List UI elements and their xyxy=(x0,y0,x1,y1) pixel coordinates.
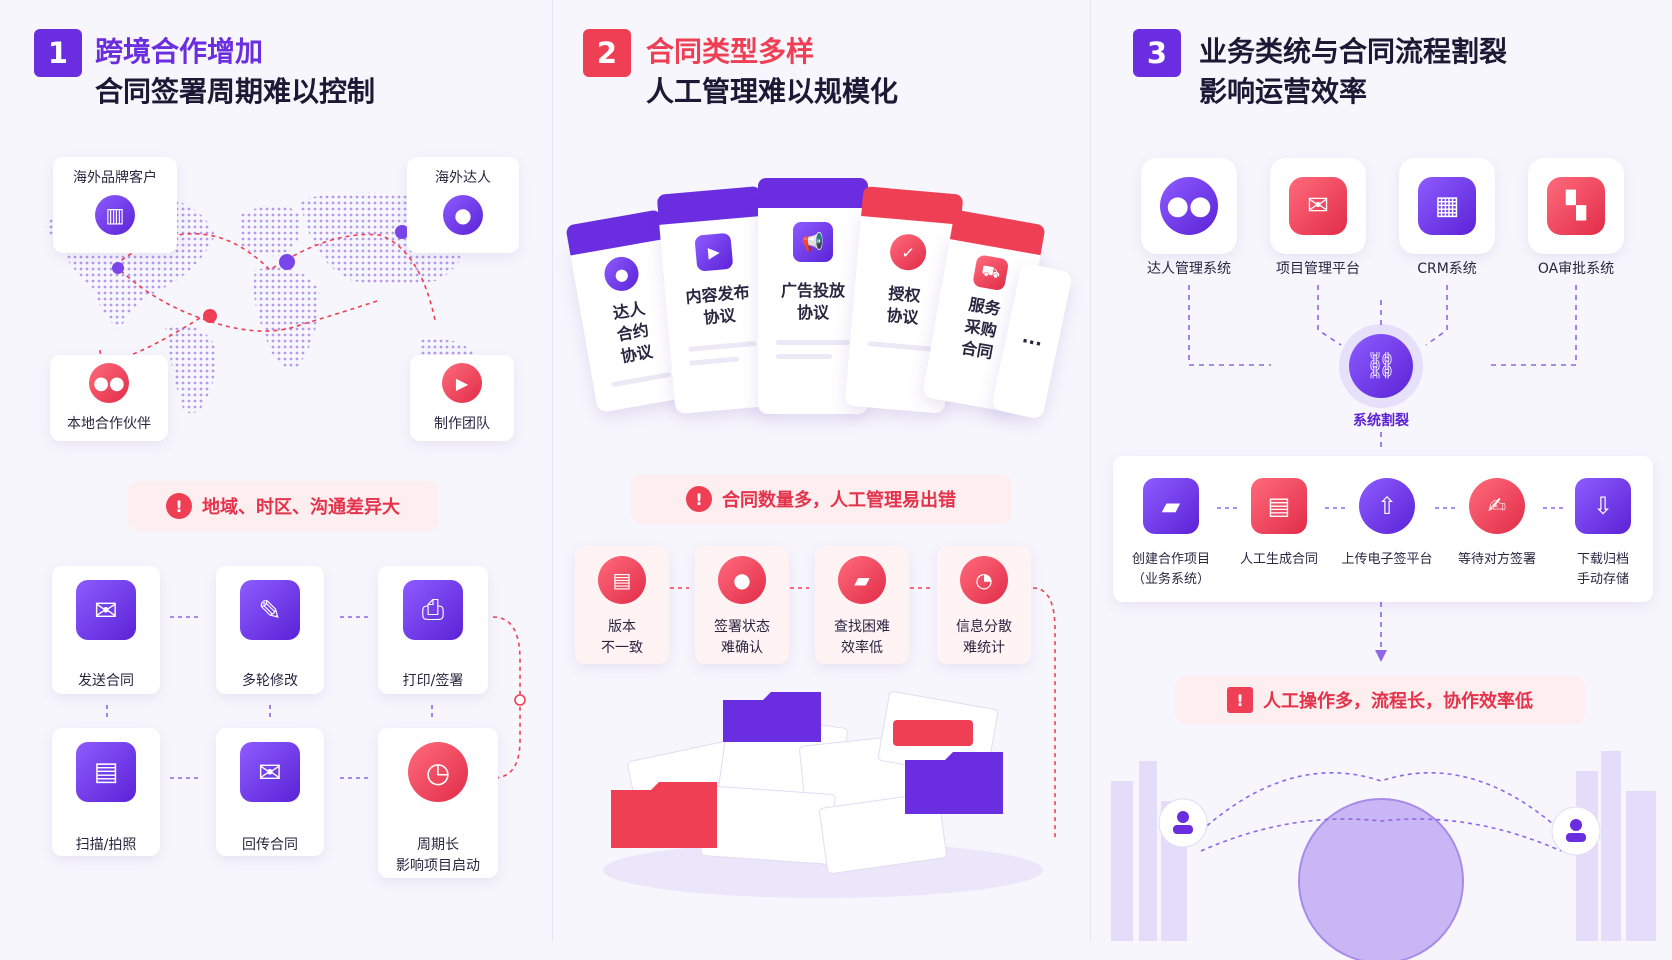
workflow-arrows xyxy=(1217,507,1563,509)
divider xyxy=(1090,0,1091,941)
document-icon: ▤ xyxy=(1251,478,1307,534)
folder-icon: ▰ xyxy=(1143,478,1199,534)
alert-banner: ! 合同数量多，人工管理易出错 xyxy=(631,474,1011,524)
node-local-partner: ●● 本地合作伙伴 xyxy=(50,355,168,441)
issue-card: ● 签署状态 难确认 xyxy=(695,546,789,664)
download-icon: ⇩ xyxy=(1575,478,1631,534)
panel-contract-types: 2 合同类型多样 人工管理难以规模化 ● 达人 合约 协议 ▶ 内容发布 协议 … xyxy=(553,0,1090,941)
system-tile: ▚ xyxy=(1528,158,1624,254)
pen-user-icon: ✍ xyxy=(1469,478,1525,534)
clock-icon: ◷ xyxy=(408,742,468,802)
issue-card: ▤ 版本 不一致 xyxy=(575,546,669,664)
person-icon: ● xyxy=(443,195,483,235)
shield-check-icon: ✓ xyxy=(888,232,928,272)
warning-icon: ! xyxy=(686,486,712,512)
issue-card: ◔ 信息分散 难统计 xyxy=(937,546,1031,664)
cart-icon: ⛟ xyxy=(972,254,1010,292)
cloud-upload-icon: ⇧ xyxy=(1359,478,1415,534)
person-icon xyxy=(1173,811,1586,842)
system-connectors xyxy=(1188,285,1577,662)
node-overseas-brand: 海外品牌客户 ▥ xyxy=(53,157,177,253)
node-overseas-talent: 海外达人 ● xyxy=(407,157,519,253)
globe-illustration xyxy=(1111,751,1656,960)
system-tile: ▦ xyxy=(1399,158,1495,254)
panel-system-fragmentation: 3 业务类统与合同流程割裂 影响运营效率 ●● 达人管理系统 ✉ 项目管理平台 … xyxy=(1091,0,1672,960)
megaphone-icon: 📢 xyxy=(793,222,833,262)
section-title-accent: 业务类统与合同流程割裂 xyxy=(1199,35,1508,68)
warning-triangle-icon: ! xyxy=(1227,687,1253,713)
pie-chart-icon: ◔ xyxy=(960,556,1008,604)
warning-icon: ! xyxy=(166,493,192,519)
scanner-icon: ▤ xyxy=(76,742,136,802)
step-card-delay: ◷ 周期长 影响项目启动 xyxy=(378,728,498,878)
flow-connectors xyxy=(106,616,526,779)
mail-icon: ✉ xyxy=(240,742,300,802)
envelope-icon: ✉ xyxy=(76,580,136,640)
section-title: 影响运营效率 xyxy=(1199,75,1368,108)
issue-connectors xyxy=(670,587,1056,840)
system-tile: ●● xyxy=(1141,158,1237,254)
panel-cross-border: 1 跨境合作增加 合同签署周期难以控制 海外品牌客户 ▥ 海外达人 ● ● xyxy=(0,0,552,941)
printer-icon: ⎙ xyxy=(403,580,463,640)
section-number: 2 xyxy=(583,29,631,77)
edit-document-icon: ✎ xyxy=(240,580,300,640)
document-pile-illustration xyxy=(603,691,1043,898)
video-icon: ▶ xyxy=(442,363,482,403)
issue-card: ▰ 查找困难 效率低 xyxy=(815,546,909,664)
versions-icon: ▤ xyxy=(598,556,646,604)
person-icon: ● xyxy=(601,254,642,294)
alert-banner: ! 人工操作多，流程长，协作效率低 xyxy=(1175,676,1585,724)
user-status-icon: ● xyxy=(718,556,766,604)
folder-icon xyxy=(611,692,1003,848)
users-icon: ●● xyxy=(1160,177,1218,235)
map-pin-icon xyxy=(203,309,217,323)
map-pin-icon xyxy=(112,225,409,274)
system-tile: ✉ xyxy=(1270,158,1366,254)
building-icon: ▥ xyxy=(95,195,135,235)
section-title: 合同签署周期难以控制 xyxy=(95,75,376,108)
step-card: ✉ 发送合同 xyxy=(52,566,160,694)
group-icon: ●● xyxy=(89,363,129,403)
briefcase-icon: ✉ xyxy=(1289,177,1347,235)
divider xyxy=(552,0,553,941)
grid-icon: ▚ xyxy=(1547,177,1605,235)
section-number: 3 xyxy=(1133,29,1181,77)
step-card: ✎ 多轮修改 xyxy=(216,566,324,694)
section-title-accent: 跨境合作增加 xyxy=(95,35,264,68)
section-title: 人工管理难以规模化 xyxy=(646,75,899,108)
step-card: ⎙ 打印/签署 xyxy=(378,566,488,694)
play-icon: ▶ xyxy=(694,232,734,272)
folder-search-icon: ▰ xyxy=(838,556,886,604)
section-title-accent: 合同类型多样 xyxy=(646,35,815,68)
section-number: 1 xyxy=(34,29,82,77)
alert-banner: ! 地域、时区、沟通差异大 xyxy=(128,481,438,531)
broken-link-icon: ⛓ xyxy=(1349,334,1413,398)
node-production-team: ▶ 制作团队 xyxy=(410,355,514,441)
crm-icon: ▦ xyxy=(1418,177,1476,235)
step-card: ✉ 回传合同 xyxy=(216,728,324,856)
step-card: ▤ 扫描/拍照 xyxy=(52,728,160,856)
